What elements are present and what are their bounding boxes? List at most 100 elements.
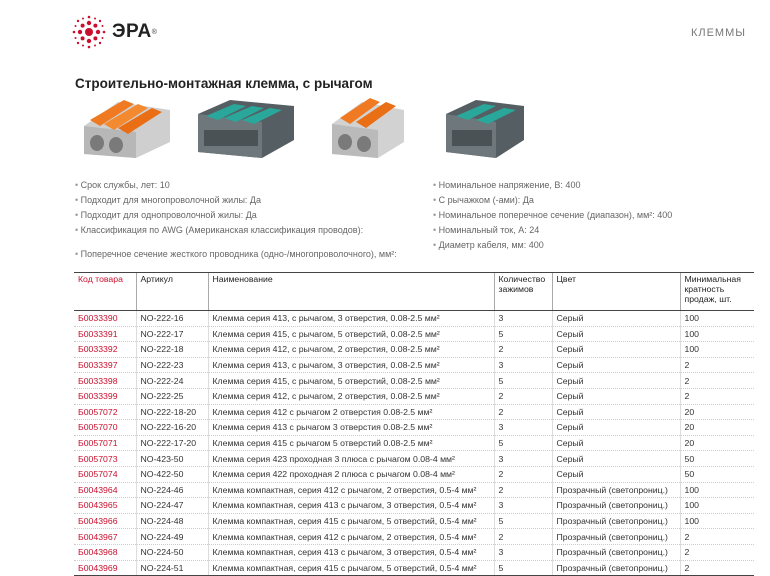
cell-clamps: 5 (493, 326, 552, 343)
cell-code: Б0043966 (74, 513, 136, 530)
spec-item: Классификация по AWG (Американская класс… (75, 223, 397, 238)
cell-color: Серый (551, 326, 680, 343)
cell-color: Серый (551, 419, 680, 436)
cell-clamps: 5 (493, 435, 552, 452)
cell-min-qty: 100 (679, 326, 754, 343)
cell-min-qty: 20 (679, 435, 754, 452)
cell-name: Клемма компактная, серия 415 с рычагом, … (207, 560, 494, 576)
spec-item: Срок службы, лет: 10 (75, 178, 397, 193)
cell-clamps: 3 (493, 310, 552, 327)
cell-name: Клемма серия 413, с рычагом, 3 отверстия… (207, 357, 494, 374)
cell-clamps: 3 (493, 419, 552, 436)
cell-clamps: 2 (493, 341, 552, 358)
cell-clamps: 3 (493, 544, 552, 561)
spec-item: Номинальное напряжение, В: 400 (433, 178, 672, 193)
cell-color: Прозрачный (светопрониц.) (551, 482, 680, 499)
cell-min-qty: 20 (679, 419, 754, 436)
specs-left: Срок службы, лет: 10 Подходит для многоп… (75, 178, 397, 262)
cell-min-qty: 100 (679, 513, 754, 530)
cell-article: NO-224-51 (135, 560, 208, 576)
cell-name: Клемма серия 413, с рычагом, 3 отверстия… (207, 310, 494, 327)
cell-name: Клемма компактная, серия 413 с рычагом, … (207, 497, 494, 514)
cell-article: NO-224-46 (135, 482, 208, 499)
cell-min-qty: 50 (679, 466, 754, 483)
cell-min-qty: 100 (679, 310, 754, 327)
cell-clamps: 3 (493, 450, 552, 467)
cell-article: NO-222-23 (135, 357, 208, 374)
cell-color: Прозрачный (светопрониц.) (551, 497, 680, 514)
cell-code: Б0033399 (74, 388, 136, 405)
cell-code: Б0033392 (74, 341, 136, 358)
column-header-clamps: Количество зажимов (493, 272, 552, 311)
cell-article: NO-222-16 (135, 310, 208, 327)
cell-name: Клемма серия 415 с рычагом 5 отверстий 0… (207, 435, 494, 452)
cell-color: Серый (551, 341, 680, 358)
spec-item: Номинальный ток, А: 24 (433, 223, 672, 238)
cell-code: Б0057071 (74, 435, 136, 452)
cell-code: Б0057074 (74, 466, 136, 483)
cell-clamps: 5 (493, 372, 552, 389)
cell-code: Б0033398 (74, 372, 136, 389)
cell-article: NO-422-50 (135, 466, 208, 483)
products-table: Код товара Артикул Наименование Количест… (74, 272, 754, 576)
cell-article: NO-222-24 (135, 372, 208, 389)
column-header-article: Артикул (135, 272, 208, 311)
cell-article: NO-224-50 (135, 544, 208, 561)
cell-code: Б0043968 (74, 544, 136, 561)
cell-min-qty: 50 (679, 450, 754, 467)
spec-item: Поперечное сечение жесткого проводника (… (75, 247, 397, 262)
grey-clamp-3-image (84, 100, 170, 158)
registered-mark-icon: ® (151, 28, 157, 36)
brand-logo: ЭРА® (72, 15, 157, 49)
cell-article: NO-222-17 (135, 326, 208, 343)
cell-article: NO-224-49 (135, 528, 208, 545)
column-header-code: Код товара (74, 272, 136, 311)
cell-name: Клемма серия 422 проходная 2 плюса с рыч… (207, 466, 494, 483)
cell-article: NO-222-17-20 (135, 435, 208, 452)
cell-min-qty: 2 (679, 560, 754, 576)
cell-clamps: 2 (493, 388, 552, 405)
column-header-name: Наименование (207, 272, 494, 311)
cell-color: Прозрачный (светопрониц.) (551, 544, 680, 561)
cell-color: Серый (551, 404, 680, 421)
cell-name: Клемма компактная, серия 412 с рычагом, … (207, 528, 494, 545)
cell-code: Б0043964 (74, 482, 136, 499)
cell-clamps: 2 (493, 404, 552, 421)
cell-article: NO-423-50 (135, 450, 208, 467)
cell-name: Клемма серия 423 проходная 3 плюса с рыч… (207, 450, 494, 467)
grey-clamp-2-image (332, 98, 404, 158)
cell-color: Серый (551, 466, 680, 483)
cell-code: Б0043969 (74, 560, 136, 576)
cell-color: Прозрачный (светопрониц.) (551, 513, 680, 530)
cell-clamps: 3 (493, 497, 552, 514)
cell-color: Прозрачный (светопрониц.) (551, 528, 680, 545)
cell-clamps: 3 (493, 357, 552, 374)
cell-min-qty: 100 (679, 482, 754, 499)
cell-code: Б0057070 (74, 419, 136, 436)
cell-color: Серый (551, 357, 680, 374)
cell-clamps: 5 (493, 513, 552, 530)
cell-min-qty: 100 (679, 497, 754, 514)
cell-name: Клемма серия 412 с рычагом 2 отверстия 0… (207, 404, 494, 421)
era-logo-icon (72, 15, 106, 49)
cell-min-qty: 2 (679, 528, 754, 545)
cell-color: Серый (551, 435, 680, 452)
cell-code: Б0043965 (74, 497, 136, 514)
cell-min-qty: 20 (679, 404, 754, 421)
cell-article: NO-222-16-20 (135, 419, 208, 436)
cell-min-qty: 2 (679, 544, 754, 561)
spec-item: Подходит для многопроволочной жилы: Да (75, 193, 397, 208)
spec-item: Диаметр кабеля, мм: 400 (433, 238, 672, 253)
cell-name: Клемма компактная, серия 413 с рычагом, … (207, 544, 494, 561)
cell-name: Клемма компактная, серия 412 с рычагом, … (207, 482, 494, 499)
cell-min-qty: 2 (679, 388, 754, 405)
cell-name: Клемма серия 413 с рычагом 3 отверстия 0… (207, 419, 494, 436)
